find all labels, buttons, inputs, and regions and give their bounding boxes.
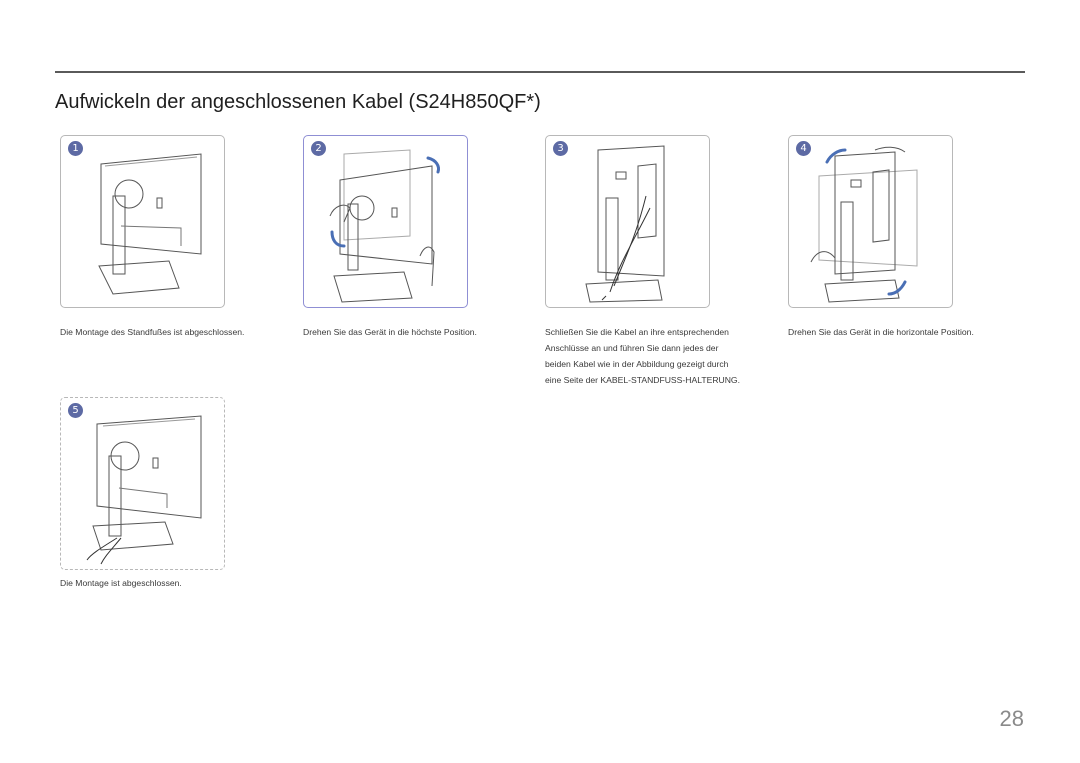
caption-line: Schließen Sie die Kabel an ihre entsprec… bbox=[545, 327, 729, 337]
step-3-badge: 3 bbox=[553, 141, 568, 156]
step-3-illustration: 3 bbox=[545, 135, 710, 308]
step-1-caption: Die Montage des Standfußes ist abgeschlo… bbox=[60, 324, 290, 340]
step-2-caption: Drehen Sie das Gerät in die höchste Posi… bbox=[303, 324, 533, 340]
cable-routing-illustration bbox=[585, 145, 665, 303]
step-2-illustration: 2 bbox=[303, 135, 468, 308]
step-5-badge: 5 bbox=[68, 403, 83, 418]
header-rule bbox=[55, 71, 1025, 73]
step-4-badge: 4 bbox=[796, 141, 811, 156]
caption-line: Anschlüsse an und führen Sie dann jedes … bbox=[545, 343, 719, 353]
step-4-illustration: 4 bbox=[788, 135, 953, 308]
caption-line: eine Seite der KABEL-STANDFUSS-HALTERUNG… bbox=[545, 375, 741, 385]
caption-line: Die Montage des Standfußes ist abgeschlo… bbox=[60, 327, 245, 337]
step-2-badge: 2 bbox=[311, 141, 326, 156]
page-title: Aufwickeln der angeschlossenen Kabel (S2… bbox=[55, 91, 541, 113]
assembly-complete-illustration bbox=[86, 415, 202, 565]
caption-line: beiden Kabel wie in der Abbildung gezeig… bbox=[545, 359, 729, 369]
caption-line: Drehen Sie das Gerät in die höchste Posi… bbox=[303, 327, 477, 337]
step-3-caption: Schließen Sie die Kabel an ihre entsprec… bbox=[545, 324, 775, 388]
step-5-caption: Die Montage ist abgeschlossen. bbox=[60, 575, 290, 591]
caption-line: Drehen Sie das Gerät in die horizontale … bbox=[788, 327, 974, 337]
step-4-caption: Drehen Sie das Gerät in die horizontale … bbox=[788, 324, 1018, 340]
page-number: 28 bbox=[999, 706, 1024, 731]
step-5-illustration: 5 bbox=[60, 397, 225, 570]
monitor-back-illustration bbox=[98, 153, 202, 295]
monitor-raise-illustration bbox=[329, 149, 440, 303]
step-1-badge: 1 bbox=[68, 141, 83, 156]
monitor-rotate-illustration bbox=[810, 146, 918, 303]
caption-line: Die Montage ist abgeschlossen. bbox=[60, 578, 182, 588]
step-1-illustration: 1 bbox=[60, 135, 225, 308]
